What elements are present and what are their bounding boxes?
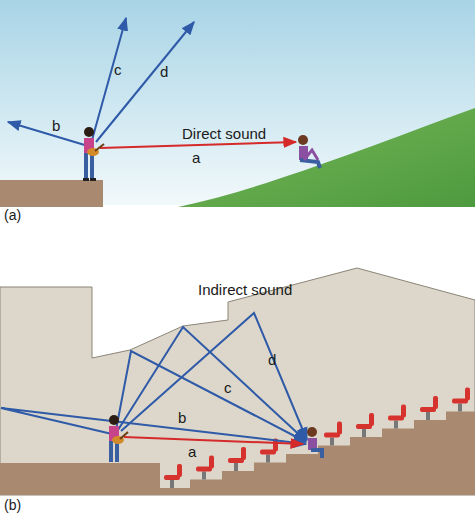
seat bbox=[420, 396, 438, 420]
ray-label: b bbox=[178, 410, 186, 427]
ray-label: b bbox=[52, 118, 60, 135]
listener bbox=[307, 427, 322, 458]
ray-label: d bbox=[160, 64, 168, 81]
ray-label: c bbox=[114, 62, 122, 79]
seat bbox=[324, 422, 342, 446]
caption-label: Indirect sound bbox=[198, 282, 292, 299]
hall-stage bbox=[0, 463, 160, 495]
seat bbox=[164, 464, 182, 488]
reflected-rays bbox=[1, 313, 307, 444]
seat bbox=[388, 405, 406, 429]
performer bbox=[83, 127, 104, 181]
seating-steps bbox=[158, 388, 475, 496]
performer bbox=[109, 415, 128, 462]
direct-ray bbox=[124, 437, 303, 444]
ray-label: a bbox=[188, 444, 196, 461]
listener bbox=[298, 135, 320, 168]
ray-label: (a) bbox=[4, 208, 21, 223]
ray-label: a bbox=[192, 150, 200, 167]
stage bbox=[0, 180, 103, 207]
seat bbox=[356, 413, 374, 437]
seat bbox=[196, 456, 214, 480]
ray-label: c bbox=[224, 380, 232, 397]
seating-floor bbox=[158, 412, 475, 496]
seat bbox=[228, 447, 246, 471]
direct-ray bbox=[100, 142, 296, 148]
ray-label: (b) bbox=[4, 498, 21, 513]
seat bbox=[452, 388, 470, 412]
sound-rays bbox=[8, 18, 194, 146]
hill bbox=[178, 108, 475, 207]
ray-label: d bbox=[268, 352, 276, 369]
caption-label: Direct sound bbox=[182, 126, 266, 143]
